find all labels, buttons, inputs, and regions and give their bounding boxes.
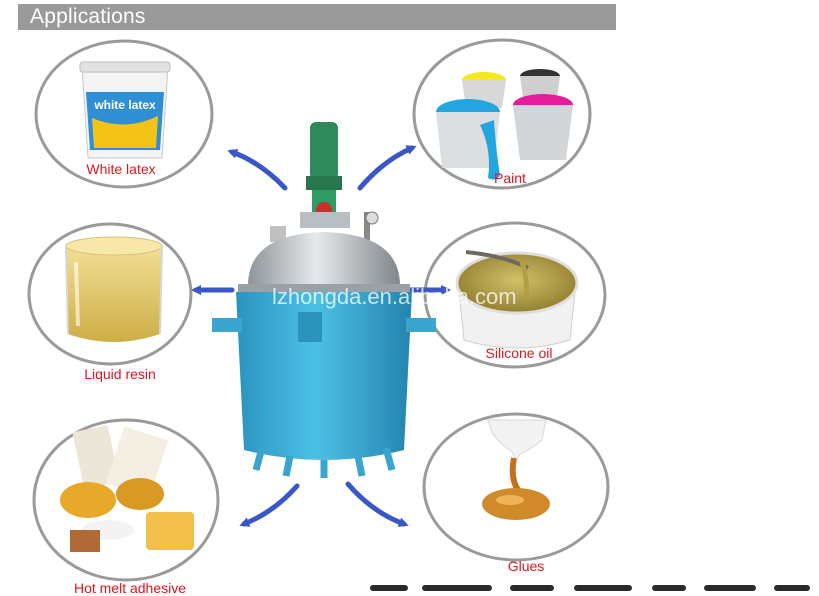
label-white-latex: White latex xyxy=(86,161,156,177)
silicone-bucket-icon xyxy=(455,250,579,349)
reactor-vessel-icon xyxy=(212,122,436,478)
arrow-to-white-latex xyxy=(227,148,288,191)
section-header: Applications xyxy=(18,4,616,30)
paint-buckets-icon xyxy=(436,69,573,180)
latex-bucket-icon: white latex xyxy=(79,61,171,159)
watermark-text: lzhongda.en.alibaba.com xyxy=(272,284,517,309)
glue-drop-icon xyxy=(482,419,550,520)
arrow-to-glues xyxy=(345,481,409,527)
adhesive-granules-icon xyxy=(60,424,194,552)
bucket-brand-text: white latex xyxy=(93,98,156,112)
cut-off-text-strip xyxy=(360,582,819,591)
label-glues: Glues xyxy=(507,558,545,574)
arrow-to-hot-melt xyxy=(239,483,300,527)
label-paint: Paint xyxy=(494,170,526,186)
arrow-to-paint xyxy=(357,145,417,191)
label-liquid-resin: Liquid resin xyxy=(84,366,156,382)
label-silicone-oil: Silicone oil xyxy=(485,345,553,361)
resin-beaker-icon xyxy=(65,236,163,342)
flow-arrows xyxy=(191,145,451,527)
label-hot-melt-adhesive: Hot melt adhesive xyxy=(73,580,187,596)
section-title: Applications xyxy=(30,5,146,28)
